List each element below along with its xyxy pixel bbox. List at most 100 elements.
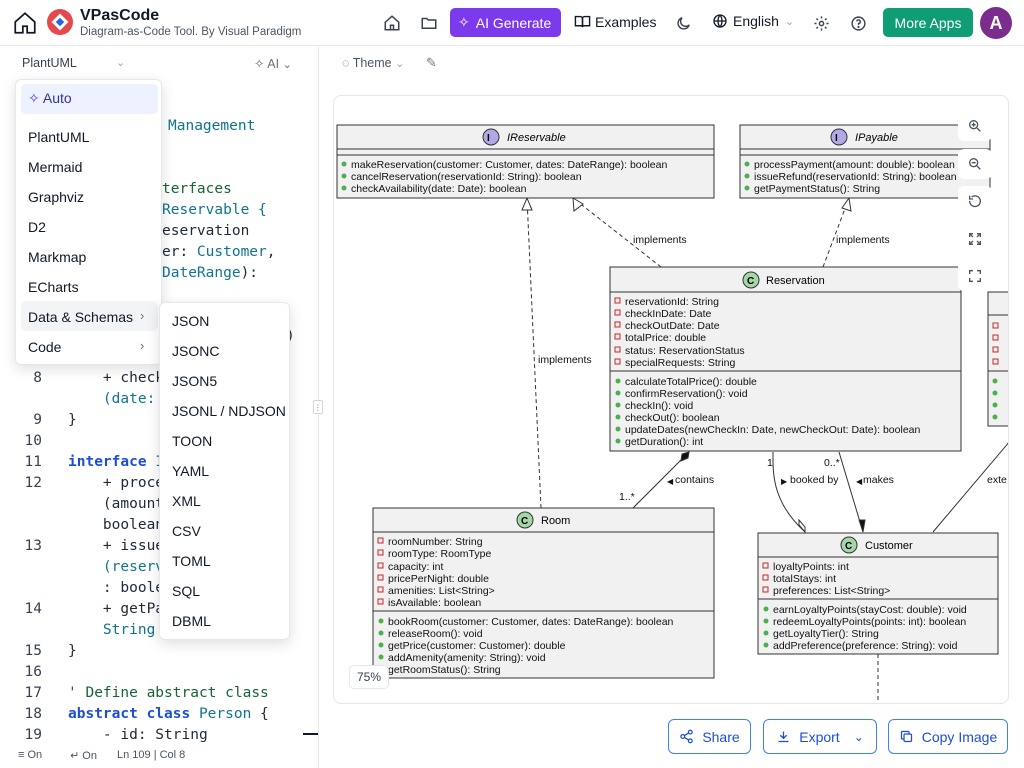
code-line: (amount [68,496,165,512]
code-line: String [68,622,156,638]
menu-item-data-schemas[interactable]: Data & Schemas [28,309,134,325]
svg-text:specialRequests: String: specialRequests: String [625,357,735,369]
submenu-item-jsonl[interactable]: JSONL / NDJSON [172,403,286,419]
drag-handle-icon[interactable]: ⋮ [313,400,323,414]
submenu-item-yaml[interactable]: YAML [172,463,210,479]
booked-by-label: booked by [790,474,839,486]
code-keyword: interface [68,454,147,470]
code-line: : boole [68,580,165,596]
svg-text:processPayment(amount: double): processPayment(amount: double): boolean [754,159,955,171]
home-nav-icon[interactable] [380,11,404,35]
code-line: (date: [68,391,155,407]
reset-icon[interactable] [958,186,992,216]
svg-text:checkOut(): boolean: checkOut(): boolean [625,412,720,424]
stereotype-icon: C [845,541,852,552]
code-fragment: ) [286,328,295,344]
class-partial-right[interactable] [987,291,1009,427]
menu-item-mermaid[interactable]: Mermaid [28,159,83,175]
class-ipayable[interactable]: I IPayable processPayment(amount: double… [739,124,991,199]
ai-select[interactable]: ✧ AI ⌄ [254,57,292,71]
share-button[interactable]: Share [668,719,751,754]
code-line: + check [68,370,164,386]
avatar[interactable]: A [980,7,1012,39]
menu-item-highlight [21,84,158,114]
line-number: 17 [24,685,42,701]
top-bar: VPasCode Diagram-as-Code Tool. By Visual… [0,0,1024,46]
preview-header [334,47,1024,77]
svg-text:calculateTotalPrice(): double: calculateTotalPrice(): double [625,376,757,388]
svg-text:roomNumber: String: roomNumber: String [388,536,483,548]
svg-text:getDuration(): int: getDuration(): int [625,436,703,448]
copy-image-button[interactable]: Copy Image [888,719,1008,754]
svg-text:totalStays: int: totalStays: int [773,573,836,585]
class-room[interactable]: C Room roomNumber: String roomType: Room… [372,507,715,679]
class-ireservable[interactable]: I IReservable makeReservation(customer: … [336,124,715,199]
gear-icon[interactable] [809,11,833,35]
menu-item-code[interactable]: Code [28,339,62,355]
relationship-labels: implements implements implements contain… [538,234,1007,503]
ai-generate-button[interactable]: ✧ AI Generate [450,8,561,37]
submenu-item-json[interactable]: JSON [172,313,210,329]
svg-text:getPrice(customer: Customer):: getPrice(customer: Customer): double [388,640,566,652]
multiplicity-label: 1..* [619,491,635,503]
submenu-item-toml[interactable]: TOML [172,553,211,569]
svg-text:getPaymentStatus(): String: getPaymentStatus(): String [754,183,880,195]
submenu-item-dbml[interactable]: DBML [172,613,211,629]
submenu-item-toon[interactable]: TOON [172,433,213,449]
menu-item-markmap[interactable]: Markmap [28,249,87,265]
diagram-canvas[interactable]: implements implements implements contain… [333,95,1009,704]
menu-item-d2[interactable]: D2 [28,219,46,235]
stereotype-icon: C [521,516,528,527]
fit-screen-icon[interactable] [958,224,992,254]
code-line: boolean [68,517,165,533]
submenu-item-json5[interactable]: JSON5 [172,373,218,389]
home-icon[interactable] [10,8,40,38]
svg-text:checkAvailability(date: Date):: checkAvailability(date: Date): boolean [351,183,527,195]
folder-icon[interactable] [417,11,441,35]
app-title: VPasCode [80,7,160,24]
svg-text:earnLoyaltyPoints(stayCost: do: earnLoyaltyPoints(stayCost: double): voi… [773,604,967,616]
language-selector[interactable]: English ⌄ [712,13,794,29]
submenu-item-xml[interactable]: XML [172,493,201,509]
svg-text:getRoomStatus(): String: getRoomStatus(): String [388,664,501,676]
menu-item-echarts[interactable]: ECharts [28,279,79,295]
sparkle-icon: ✧ [28,90,40,106]
svg-text:makeReservation(customer: Cust: makeReservation(customer: Customer, date… [351,159,667,171]
minimap-status[interactable]: ↵ On [70,750,97,762]
pencil-icon[interactable]: ✎ [426,55,437,70]
menu-item-plantuml[interactable]: PlantUML [28,129,90,145]
word-wrap-status[interactable]: ≡ On [18,749,43,761]
code-line: + getPa [68,601,165,617]
code-line: } [68,412,77,428]
examples-button[interactable]: Examples [574,13,656,30]
class-reservation[interactable]: C Reservation reservationId: String chec… [609,266,962,452]
submenu-item-jsonc[interactable]: JSONC [172,343,220,359]
submenu-item-csv[interactable]: CSV [172,523,201,539]
chevron-down-icon[interactable]: ⌄ [116,57,126,69]
moon-icon[interactable] [671,11,695,35]
help-icon[interactable] [846,11,870,35]
svg-text:isAvailable: boolean: isAvailable: boolean [388,597,481,609]
fullscreen-icon[interactable] [958,261,992,291]
line-number: 8 [33,370,42,386]
export-button[interactable]: Export ⌄ [763,719,877,754]
implements-label: implements [633,234,687,246]
relationship-lines [526,197,1008,703]
submenu-item-sql[interactable]: SQL [172,583,201,599]
menu-item-auto[interactable]: ✧ Auto [28,90,72,106]
class-customer[interactable]: C Customer loyaltyPoints: int totalStays… [757,532,999,655]
svg-text:cancelReservation(reservationI: cancelReservation(reservationId: String)… [351,171,582,183]
menu-item-hover [21,301,158,331]
zoom-level-indicator: 75% [349,665,389,689]
class-diagram: implements implements implements contain… [336,124,1009,703]
makes-label: makes [863,474,894,486]
zoom-out-icon[interactable] [958,149,992,179]
theme-select[interactable]: ◌ Theme ⌄ [342,56,405,70]
code-line: ' Define abstract class [68,685,269,701]
line-number: 16 [24,664,42,680]
more-apps-button[interactable]: More Apps [883,8,973,37]
menu-item-graphviz[interactable]: Graphviz [28,189,85,205]
diagram-language-select[interactable]: PlantUML [22,56,77,70]
code-fragment: er: Customer, [162,244,276,260]
zoom-in-icon[interactable] [958,111,992,141]
